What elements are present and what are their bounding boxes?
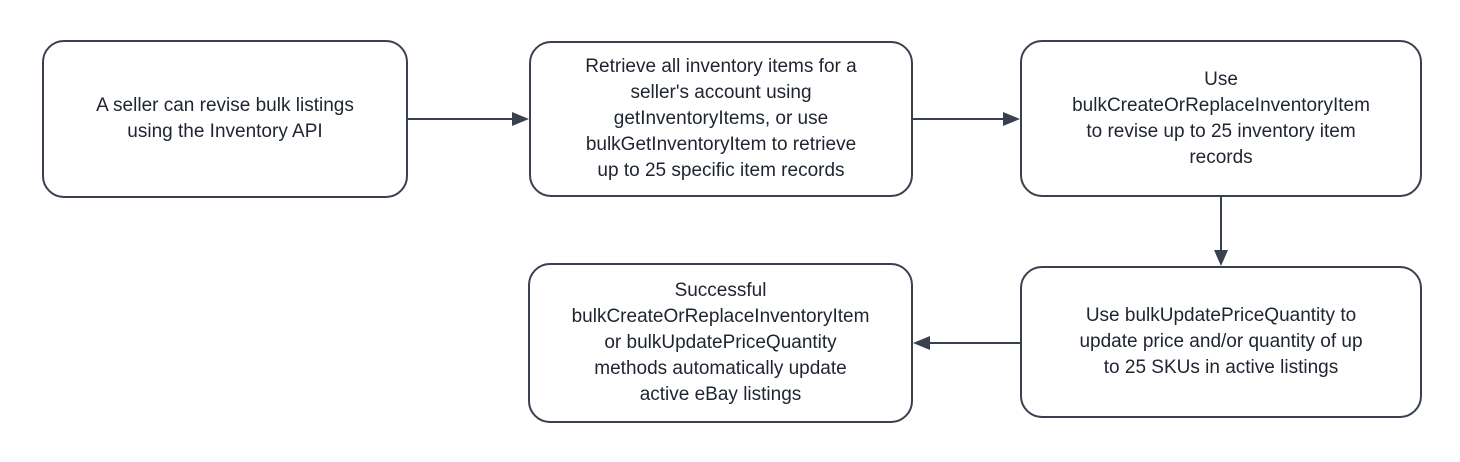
flow-node-label: A seller can revise bulk listings using … — [96, 95, 354, 142]
flow-node-bulk-create-or-replace: Use bulkCreateOrReplaceInventoryItem to … — [1020, 40, 1422, 197]
flow-node-label: Use bulkCreateOrReplaceInventoryItem to … — [1072, 68, 1370, 168]
arrow-bulkupdate-to-successful — [913, 336, 1020, 350]
flow-node-successful-methods-update: Successful bulkCreateOrReplaceInventoryI… — [528, 263, 913, 423]
arrow-seller-to-retrieve — [408, 112, 529, 126]
flow-node-label: Use bulkUpdatePriceQuantity to update pr… — [1079, 305, 1363, 378]
arrow-retrieve-to-bulkcreate — [913, 112, 1020, 126]
flow-node-bulk-update-price-quantity: Use bulkUpdatePriceQuantity to update pr… — [1020, 266, 1422, 418]
flow-node-label: Retrieve all inventory items for a selle… — [585, 56, 857, 181]
flow-node-retrieve-inventory-items: Retrieve all inventory items for a selle… — [529, 41, 913, 197]
flow-node-seller-revise-bulk: A seller can revise bulk listings using … — [42, 40, 408, 198]
flow-node-label: Successful bulkCreateOrReplaceInventoryI… — [571, 280, 870, 405]
arrow-bulkcreate-to-bulkupdate — [1214, 197, 1228, 266]
